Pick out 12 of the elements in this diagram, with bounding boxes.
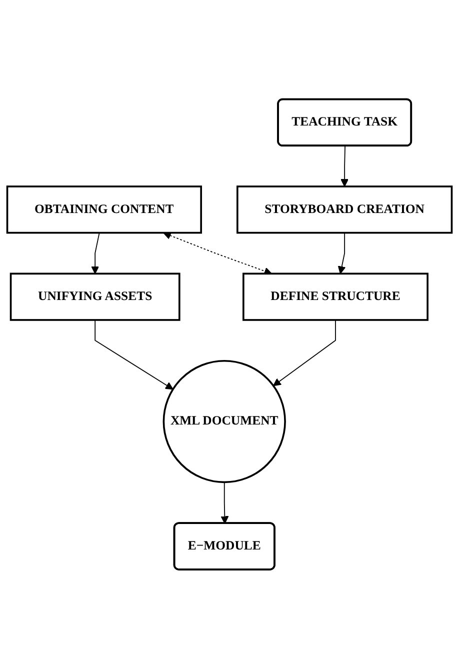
- arrow: [338, 232, 346, 274]
- arrow: [220, 482, 229, 524]
- arrow: [94, 320, 174, 390]
- arrow: [163, 232, 272, 276]
- arrow: [340, 146, 349, 187]
- node-box: DEFINE STRUCTURE: [242, 272, 428, 322]
- node-box: OBTAINING CONTENT: [6, 186, 202, 234]
- node-box: STORYBOARD CREATION: [236, 186, 453, 234]
- arrow: [91, 232, 100, 274]
- node-box: UNIFYING ASSETS: [10, 272, 180, 322]
- arrow: [273, 320, 336, 386]
- node-circle: XML DOCUMENT: [162, 360, 286, 484]
